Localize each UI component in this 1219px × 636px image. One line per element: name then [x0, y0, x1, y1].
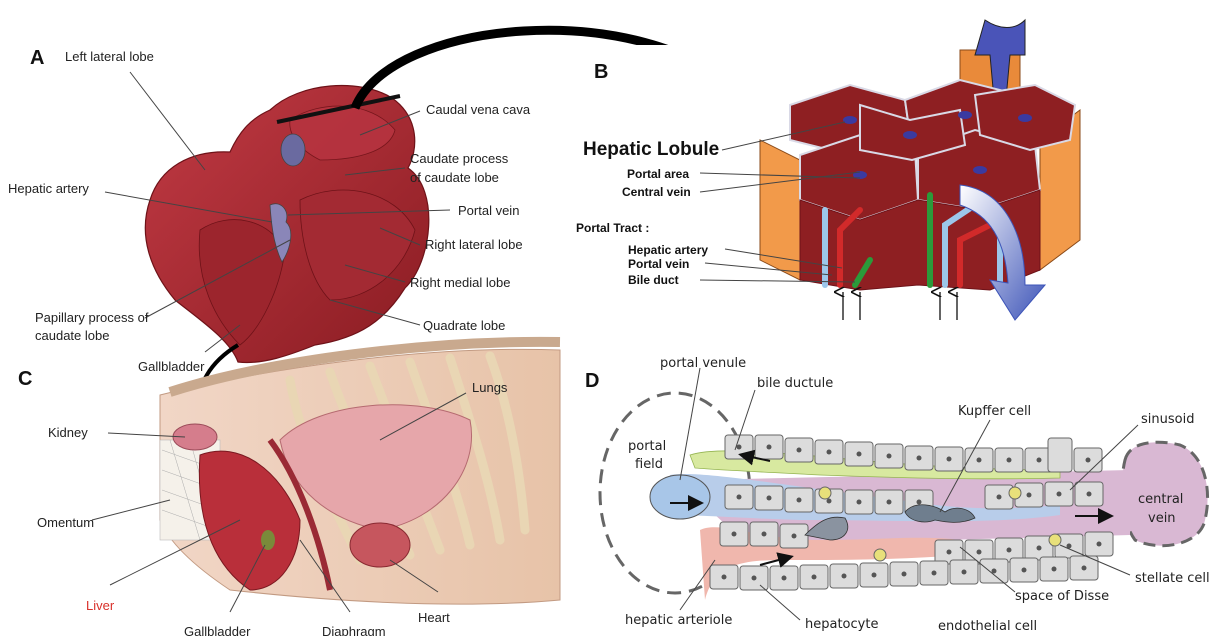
- label-portal-tract: Portal Tract :: [576, 221, 649, 235]
- panel-b: B: [572, 20, 1180, 330]
- label-diaphragm: Diaphragm: [322, 624, 386, 636]
- label-kupffer-cell: Kupffer cell: [958, 404, 1031, 419]
- panel-label-d: D: [585, 370, 599, 392]
- label-right-lateral-lobe: Right lateral lobe: [425, 237, 523, 252]
- label-central-vein-b: Central vein: [622, 185, 691, 199]
- panel-label-b: B: [594, 61, 608, 83]
- portal-venule-vessel: [650, 475, 710, 519]
- central-vein-dot: [1018, 114, 1032, 122]
- gallbladder-shape-c: [261, 530, 275, 550]
- label-sinusoid: sinusoid: [1141, 412, 1194, 427]
- central-vein-dot: [973, 166, 987, 174]
- label-bile-duct-b: Bile duct: [628, 273, 679, 287]
- label-space-of-disse: space of Disse: [1015, 589, 1109, 604]
- label-endothelial-cell: endothelial cell: [938, 619, 1037, 634]
- central-vein-dot: [903, 131, 917, 139]
- stellate-cell-shape: [1009, 487, 1021, 499]
- label-gallbladder-c: Gallbladder: [184, 624, 251, 636]
- label-portal-vein: Portal vein: [458, 203, 519, 218]
- label-caudate-process-line1: Caudate process: [410, 151, 509, 166]
- caudal-vena-cava-vessel: [281, 134, 305, 166]
- label-papillary-process-line1: Papillary process of: [35, 310, 149, 325]
- label-portal-field-line1: portal: [628, 439, 666, 454]
- stellate-cell-shape: [1049, 534, 1061, 546]
- label-portal-field-line2: field: [635, 457, 663, 472]
- label-hepatic-artery-b: Hepatic artery: [628, 243, 708, 257]
- label-portal-venule: portal venule: [660, 356, 746, 371]
- panel-a: A Left lateral lobe Caudal vena cava Cau…: [8, 47, 531, 374]
- panel-d: D: [585, 356, 1210, 634]
- label-liver-c: Liver: [86, 598, 115, 613]
- label-caudate-process-line2: of caudate lobe: [410, 170, 499, 185]
- stellate-cell-shape: [874, 549, 886, 561]
- panel-label-a: A: [30, 47, 44, 69]
- label-heart: Heart: [418, 610, 450, 625]
- label-gallbladder-a: Gallbladder: [138, 359, 205, 374]
- label-portal-area: Portal area: [627, 167, 689, 181]
- label-hepatic-lobule: Hepatic Lobule: [583, 139, 719, 160]
- label-omentum: Omentum: [37, 515, 94, 530]
- label-left-lateral-lobe: Left lateral lobe: [65, 49, 154, 64]
- stellate-cell-shape: [819, 487, 831, 499]
- label-hepatic-arteriole: hepatic arteriole: [625, 613, 732, 628]
- label-papillary-process-line2: caudate lobe: [35, 328, 109, 343]
- central-vein-dot: [843, 116, 857, 124]
- label-bile-ductule: bile ductule: [757, 376, 833, 391]
- heart-shape: [350, 523, 410, 567]
- label-caudal-vena-cava: Caudal vena cava: [426, 102, 531, 117]
- label-quadrate-lobe: Quadrate lobe: [423, 318, 505, 333]
- tissue-block-left: [760, 140, 800, 280]
- label-hepatocyte: hepatocyte: [805, 617, 878, 632]
- central-vein-dot: [958, 111, 972, 119]
- label-central-vein-d-line2: vein: [1148, 511, 1176, 526]
- label-portal-vein-b: Portal vein: [628, 257, 689, 271]
- label-lungs: Lungs: [472, 380, 508, 395]
- label-right-medial-lobe: Right medial lobe: [410, 275, 510, 290]
- label-kidney: Kidney: [48, 425, 88, 440]
- panel-label-c: C: [18, 368, 32, 390]
- panel-c: C: [18, 342, 560, 636]
- label-central-vein-d-line1: central: [1138, 492, 1183, 507]
- hepatocyte-cell: [1048, 438, 1072, 472]
- label-stellate-cell: stellate cell: [1135, 571, 1210, 586]
- label-hepatic-artery: Hepatic artery: [8, 181, 89, 196]
